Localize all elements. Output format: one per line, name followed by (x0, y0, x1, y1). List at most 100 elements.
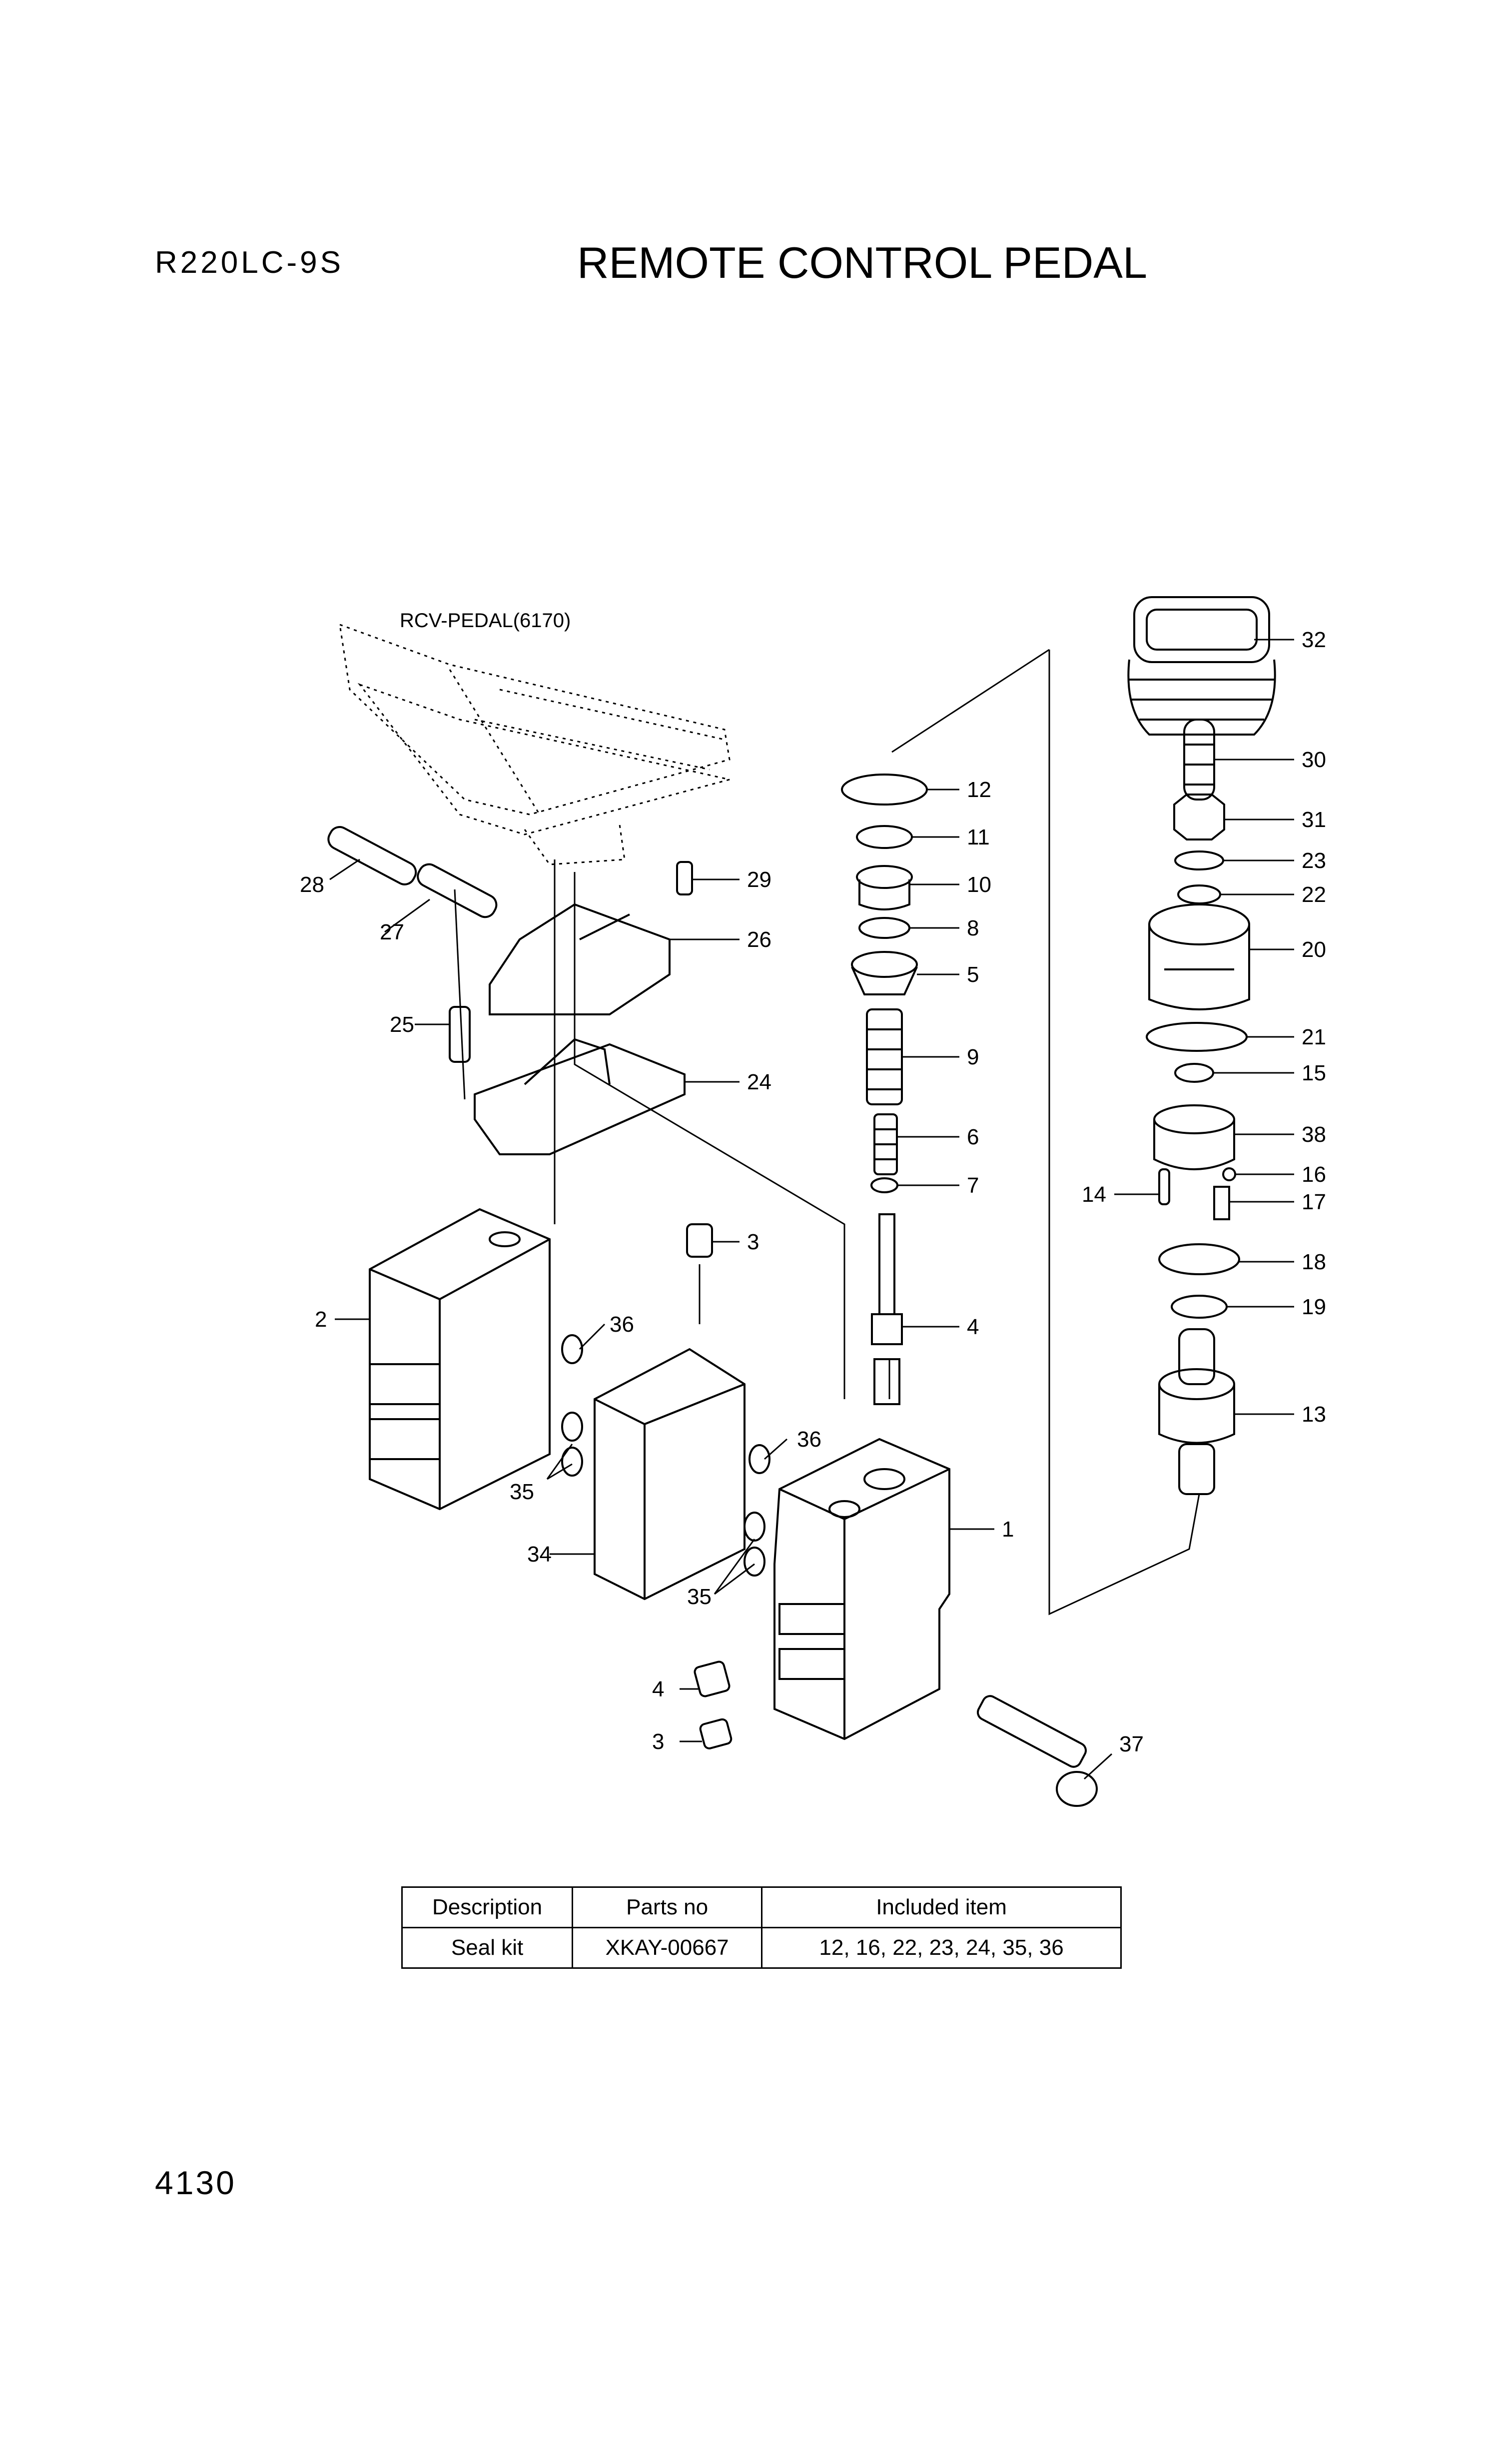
part-27-block (489, 903, 671, 1015)
part-35-oring (744, 1547, 765, 1577)
part-label-20: 19 (1302, 1295, 1326, 1319)
part-35-oring (561, 1447, 583, 1477)
part-label-28: 27 (380, 920, 404, 944)
part-label-27: 26 (747, 927, 771, 952)
part-19-plate (1158, 1243, 1240, 1275)
part-25-bracket (474, 1038, 686, 1155)
part-34-plate (594, 1348, 746, 1601)
part-32-nut (1173, 794, 1225, 840)
part-label-13: 12 (967, 778, 991, 802)
part-label-34: 34 (527, 1542, 552, 1567)
part-18-spring (1213, 1186, 1230, 1220)
part-label-6: 6 (967, 1125, 979, 1149)
part-21-plug (1148, 903, 1250, 1010)
part-2-body (369, 1208, 551, 1511)
part-36-oring (561, 1334, 583, 1364)
part-38-cam (1153, 1104, 1235, 1170)
part-15-pin (1158, 1168, 1170, 1205)
part-17-ball (1222, 1167, 1236, 1181)
part-label-35-left: 35 (510, 1480, 534, 1504)
part-label-3-bottom: 3 (652, 1729, 664, 1754)
part-29-pin (327, 826, 417, 885)
part-label-18: 17 (1302, 1190, 1326, 1214)
pedal-reference-outline (339, 623, 731, 865)
part-1-valve-body (773, 1438, 950, 1740)
part-35-oring (561, 1412, 583, 1442)
part-label-36-right: 36 (797, 1427, 821, 1452)
part-11-plug (856, 865, 913, 910)
part-20-washer (1171, 1295, 1228, 1319)
part-28-pin (417, 863, 498, 918)
part-35-oring (744, 1512, 765, 1542)
part-3-plug-top (686, 1223, 713, 1258)
part-14-shaft (1158, 1328, 1235, 1495)
part-5-seat (851, 951, 918, 995)
part-label-5: 5 (967, 962, 979, 987)
part-label-30: 29 (747, 867, 771, 892)
part-label-11: 10 (967, 872, 991, 897)
part-36-oring (749, 1444, 770, 1474)
part-label-22: 21 (1302, 1025, 1326, 1049)
leader-lines (454, 649, 1204, 1616)
part-4-plug (694, 1660, 731, 1697)
part-31-rod (1183, 719, 1215, 801)
part-label-17: 16 (1302, 1162, 1326, 1187)
page-title: REMOTE CONTROL PEDAL (577, 238, 1147, 287)
part-30-screw (676, 861, 693, 895)
part-label-2: 2 (315, 1307, 327, 1332)
part-label-15: 14 (1082, 1182, 1106, 1207)
part-label-24: 23 (1302, 848, 1326, 873)
part-label-12: 11 (967, 825, 990, 849)
part-label-25: 24 (747, 1070, 771, 1094)
part-label-8: 4 (967, 1315, 979, 1339)
part-22-oring (1146, 1022, 1248, 1052)
part-label-23: 22 (1302, 882, 1326, 907)
cell-description: Seal kit (401, 1927, 574, 1969)
part-10-spring (866, 1008, 903, 1105)
part-label-26: 25 (390, 1012, 414, 1037)
part-label-4: 4 (652, 1677, 664, 1701)
part-33-boot (1127, 596, 1276, 736)
page-number: 4130 (155, 2164, 236, 2201)
part-9-washer (858, 917, 910, 939)
part-label-33: 32 (1302, 628, 1326, 652)
reference-label: RCV-PEDAL(6170) (400, 610, 571, 632)
part-3-plug-bottom (699, 1718, 733, 1749)
part-label-1: 1 (1002, 1517, 1014, 1542)
part-13-ring (841, 774, 928, 806)
part-24-washer (1174, 850, 1224, 870)
table-header-row: Description Parts no Included item (401, 1886, 1122, 1928)
cell-parts-no: XKAY-00667 (572, 1927, 763, 1969)
part-37-bolt (977, 1695, 1098, 1807)
part-label-7: 7 (967, 1173, 979, 1198)
part-7-washer (870, 1177, 898, 1193)
part-label-29: 28 (300, 872, 324, 897)
part-label-37: 37 (1119, 1732, 1144, 1756)
part-23-washer (1177, 884, 1221, 904)
part-8-spool (871, 1213, 903, 1405)
part-label-32: 31 (1302, 808, 1326, 832)
column-header-description: Description (401, 1886, 574, 1928)
model-name: R220LC-9S (155, 245, 344, 280)
callout-lines (329, 639, 1294, 1780)
part-label-36-left: 36 (610, 1312, 634, 1337)
part-label-38: 38 (1302, 1122, 1326, 1147)
part-label-19: 18 (1302, 1250, 1326, 1274)
table-row: Seal kit XKAY-00667 12, 16, 22, 23, 24, … (401, 1927, 1122, 1969)
part-label-21: 20 (1302, 937, 1326, 962)
part-26-bolt (449, 1006, 471, 1063)
part-label-35-right: 35 (687, 1585, 712, 1609)
part-label-9: 8 (967, 916, 979, 940)
part-label-31: 30 (1302, 748, 1326, 772)
part-12-oring (856, 825, 913, 849)
column-header-included-item: Included item (761, 1886, 1122, 1928)
part-label-14: 13 (1302, 1402, 1326, 1427)
part-16-oring (1174, 1063, 1214, 1083)
seal-kit-table: Description Parts no Included item Seal … (401, 1886, 1122, 1969)
part-label-10: 9 (967, 1045, 979, 1069)
part-label-16: 15 (1302, 1061, 1326, 1085)
column-header-parts-no: Parts no (572, 1886, 763, 1928)
part-label-3-top: 3 (747, 1230, 759, 1254)
part-6-spring (873, 1113, 898, 1175)
